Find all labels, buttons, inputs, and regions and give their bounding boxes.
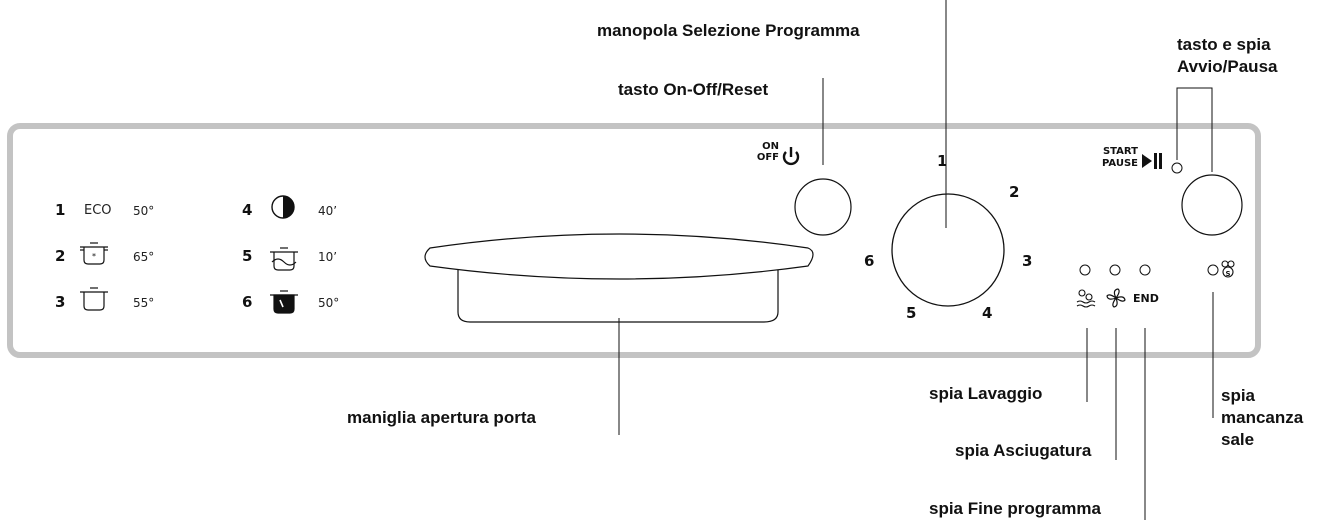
- label-salt-light: spia mancanza sale: [1221, 386, 1304, 449]
- programme-number: 1: [55, 201, 66, 219]
- dial-number-2: 2: [1009, 183, 1020, 201]
- dial-number-3: 3: [1022, 252, 1033, 270]
- salt-icon: [1221, 260, 1235, 278]
- handle-grip: [457, 268, 779, 323]
- dial-number-1: 1: [937, 152, 948, 170]
- end-text: END: [1133, 292, 1159, 305]
- programme-value: 65°: [133, 250, 155, 264]
- pot-rinse-icon: [270, 247, 298, 271]
- dial-number-6: 6: [864, 252, 875, 270]
- door-handle: [424, 233, 814, 280]
- on-off-button: [794, 178, 852, 236]
- label-dry-light: spia Asciugatura: [955, 441, 1092, 460]
- programme-number: 6: [242, 293, 253, 311]
- salt-led: [1207, 264, 1219, 276]
- pot-delicate-icon: [270, 290, 298, 314]
- on-text: ON: [762, 141, 779, 152]
- dry-led: [1109, 264, 1121, 276]
- programme-number: 2: [55, 247, 66, 265]
- end-led: [1139, 264, 1151, 276]
- power-icon: [782, 147, 800, 166]
- label-end-light: spia Fine programma: [929, 499, 1101, 518]
- programme-name: ECO: [84, 203, 112, 218]
- pause-text: PAUSE: [1102, 158, 1138, 169]
- programme-value: 55°: [133, 296, 155, 310]
- leader-start-pause: [1176, 87, 1213, 172]
- wash-led: [1079, 264, 1091, 276]
- svg-text:*: *: [92, 252, 96, 261]
- programme-value: 50°: [318, 296, 340, 310]
- label-programme-knob: manopola Selezione Programma: [597, 21, 860, 40]
- pot-intensive-icon: *: [80, 242, 108, 265]
- fan-icon: [1106, 288, 1126, 308]
- start-pause-led: [1171, 162, 1183, 174]
- control-panel-outline: [7, 123, 1261, 358]
- label-on-off: tasto On-Off/Reset: [618, 80, 769, 99]
- half-load-clock-icon: [271, 195, 295, 219]
- label-start-pause: tasto e spia Avvio/Pausa: [1177, 35, 1278, 76]
- programme-knob: [891, 193, 1005, 307]
- start-text: START: [1102, 146, 1138, 157]
- programme-value: 40’: [318, 204, 338, 218]
- programme-value: 50°: [133, 204, 155, 218]
- play-pause-icon: [1142, 153, 1162, 169]
- programme-number: 3: [55, 293, 66, 311]
- dial-number-5: 5: [906, 304, 917, 322]
- label-wash-light: spia Lavaggio: [929, 384, 1043, 403]
- salt-icon-letter: S: [1225, 270, 1230, 278]
- dial-number-4: 4: [982, 304, 993, 322]
- pot-icon: [80, 287, 108, 311]
- programme-value: 10’: [318, 250, 338, 264]
- programme-number: 4: [242, 201, 253, 219]
- label-door-handle: maniglia apertura porta: [347, 408, 536, 427]
- wash-icon: [1076, 289, 1096, 308]
- off-text: OFF: [756, 152, 779, 163]
- start-pause-button: [1181, 174, 1243, 236]
- programme-number: 5: [242, 247, 253, 265]
